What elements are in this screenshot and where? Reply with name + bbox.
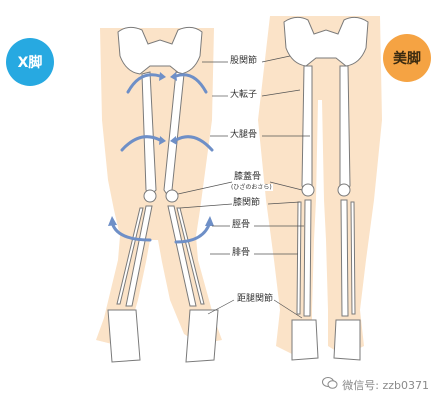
left-tibia-b bbox=[167, 205, 197, 307]
leader-knee-right bbox=[267, 201, 301, 205]
label-knee-joint: 膝関節 bbox=[232, 198, 262, 209]
left-pelvis bbox=[117, 26, 203, 75]
x-legs-badge: X脚 bbox=[6, 38, 54, 86]
right-patella-a bbox=[301, 183, 315, 197]
thigh-arrow-left bbox=[120, 135, 162, 152]
label-femur: 大腿骨 bbox=[229, 130, 259, 141]
right-femur-b bbox=[339, 65, 351, 191]
watermark: 微信号: zzb0371 bbox=[322, 376, 429, 393]
right-foot-b bbox=[333, 319, 361, 361]
right-skeleton bbox=[283, 16, 369, 361]
right-fibula-a bbox=[296, 201, 302, 315]
left-patella-b bbox=[165, 189, 179, 203]
leader-ankle bbox=[207, 299, 235, 315]
left-fibula-b bbox=[176, 207, 205, 305]
wechat-icon bbox=[322, 376, 338, 393]
arrow-head-5 bbox=[108, 216, 117, 226]
arrow-head-1 bbox=[159, 72, 166, 81]
label-hip-joint: 股関節 bbox=[229, 56, 259, 67]
leader-knee bbox=[179, 203, 233, 209]
arrow-head-2 bbox=[170, 72, 177, 81]
right-tibia-b bbox=[340, 199, 349, 317]
label-tibia: 脛骨 bbox=[231, 220, 252, 231]
beautiful-legs-badge: 美脚 bbox=[383, 34, 431, 82]
leader-hip-right bbox=[261, 55, 291, 63]
right-leg-silhouette bbox=[258, 16, 382, 356]
arrow-head-6 bbox=[205, 216, 214, 226]
leader-trochanter-right bbox=[261, 89, 301, 97]
label-patella-reading: (ひざのおさら) bbox=[230, 184, 273, 191]
right-tibia-a bbox=[303, 199, 312, 317]
leader-patella-right bbox=[269, 181, 303, 191]
label-patella: 膝蓋骨 bbox=[233, 172, 263, 183]
left-skeleton bbox=[107, 26, 219, 363]
arrow-heads bbox=[108, 72, 214, 226]
right-fibula-b bbox=[350, 201, 356, 315]
left-patella-a bbox=[143, 189, 157, 203]
leader-ankle-right bbox=[273, 299, 303, 319]
arrow-head-4 bbox=[170, 136, 177, 145]
left-foot-a bbox=[107, 309, 141, 363]
arrow-head-3 bbox=[159, 136, 166, 145]
leader-patella bbox=[177, 181, 233, 195]
hip-arrow-right bbox=[174, 73, 208, 94]
right-foot-a bbox=[291, 319, 319, 361]
label-ankle-joint: 距腿関節 bbox=[236, 294, 275, 305]
label-fibula: 腓骨 bbox=[231, 248, 252, 259]
right-patella-b bbox=[337, 183, 351, 197]
left-foot-b bbox=[185, 309, 219, 363]
thigh-arrow-right bbox=[174, 135, 214, 152]
hip-arrow-left bbox=[126, 73, 162, 94]
left-tibia-a bbox=[125, 205, 153, 307]
right-femur-a bbox=[301, 65, 313, 191]
label-greater-trochanter: 大転子 bbox=[229, 90, 259, 101]
right-pelvis bbox=[283, 16, 369, 67]
watermark-text: 微信号: zzb0371 bbox=[342, 378, 429, 392]
label-leader-lines bbox=[177, 55, 310, 319]
left-fibula-a bbox=[116, 207, 144, 305]
